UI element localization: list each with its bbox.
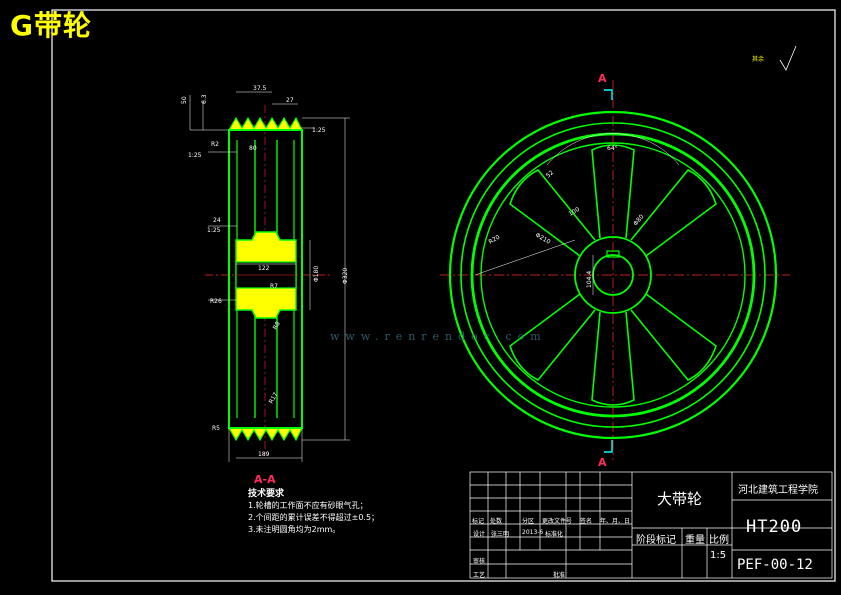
tb-header-zone: 分区: [522, 518, 535, 525]
dim-6-3: 6.3: [201, 94, 208, 104]
tb-header-date: 年、月、日: [600, 518, 631, 525]
dim-arc-64: [546, 133, 680, 166]
tb-date: 2013-6: [522, 529, 544, 536]
tb-process: 工艺: [473, 572, 486, 579]
roughness-symbol: [779, 45, 797, 71]
material: HT200: [746, 517, 803, 537]
dim-slope-left: 1:25: [188, 152, 202, 159]
part-name: 大带轮: [657, 490, 703, 508]
section-label-bottom: A: [598, 456, 607, 469]
spoke-lower-left: [509, 293, 596, 382]
spoke-bottom: [591, 311, 635, 406]
tb-review: 审核: [473, 558, 486, 565]
drawing-number: PEF-00-12: [737, 557, 813, 573]
sheet-border: [51, 9, 836, 582]
front-view: 64° 52 100 Φ210 R20 Φ80 104.4: [440, 80, 790, 460]
spoke-upper-right: [630, 168, 717, 257]
tb-design: 设计: [473, 531, 486, 538]
tb-approve: 批准: [553, 572, 566, 579]
section-arrow-bottom: [604, 440, 613, 453]
rim-outline: [228, 129, 303, 429]
scale-value: 1:5: [710, 550, 727, 561]
title-block-frame: [469, 471, 833, 579]
dim-leader-phi210: [474, 239, 576, 276]
section-label-top: A: [598, 72, 607, 85]
dim-104-4: 104.4: [586, 271, 593, 288]
dim-37-5: 37.5: [253, 85, 267, 92]
spoke-top: [591, 144, 635, 239]
tb-standardize: 标准化: [545, 531, 564, 538]
ratio-label: 比例: [709, 535, 729, 546]
dim-122: 122: [258, 265, 270, 272]
title-block-grid: [469, 471, 833, 579]
roughness-note: 其余: [752, 55, 764, 63]
dim-r5: R5: [212, 425, 220, 432]
dim-r7: R7: [270, 283, 278, 290]
dim-phi180: Φ180: [313, 266, 320, 282]
dim-189: 189: [258, 451, 270, 458]
school-name: 河北建筑工程学院: [738, 485, 818, 496]
rim-groove-circle: [460, 122, 766, 428]
dim-64: 64°: [607, 145, 618, 152]
dim-52: 52: [545, 169, 555, 179]
dim-r8: R8: [272, 320, 282, 331]
dim-50: 50: [181, 96, 188, 104]
section-arrow-top: [604, 89, 613, 100]
dim-80: 80: [249, 145, 257, 152]
tech-item-3: 3.未注明圆角均为2mm。: [248, 525, 341, 534]
technical-requirements: 技术要求 1.轮槽的工作面不应有砂眼气孔； 2.个间距的累计误差不得超过±0.5…: [248, 488, 379, 536]
top-rim-grooves: [227, 116, 303, 131]
dim-r20: R20: [488, 234, 502, 246]
dim-100: 100: [568, 206, 582, 218]
dim-27: 27: [286, 97, 294, 104]
tb-header-count: 处数: [490, 518, 503, 525]
tech-heading: 技术要求: [248, 489, 285, 499]
weight-label: 重量: [685, 535, 705, 546]
hub-outer-circle: [574, 236, 652, 314]
stage-mark: 阶段标记: [636, 535, 676, 546]
section-view-label: A-A: [254, 473, 276, 486]
spoke-upper-left: [509, 168, 596, 257]
section-view: 37.5 27 50 6.3 R2 1:25 1:25 80 24 1:25 1…: [181, 85, 350, 462]
sheet-title: G带轮: [10, 9, 92, 42]
bottom-rim-grooves: [227, 427, 303, 442]
tb-designer: 张三明: [491, 531, 510, 538]
keyway: [606, 250, 620, 258]
dim-r26: R26: [210, 298, 222, 305]
dim-r17: R17: [268, 391, 280, 405]
spokes: [509, 144, 717, 406]
dim-slope-hub: 1:25: [207, 227, 221, 234]
dim-r2: R2: [211, 141, 219, 148]
watermark: www.renrendoc.com: [330, 330, 547, 343]
tb-header-mark: 标记: [472, 518, 485, 525]
dim-24: 24: [213, 217, 221, 224]
dim-slope-top: 1:25: [312, 127, 326, 134]
tech-item-1: 1.轮槽的工作面不应有砂眼气孔；: [248, 501, 368, 510]
rim-outer-circle: [448, 110, 778, 440]
tb-header-change-doc: 更改文件号: [542, 518, 573, 525]
tb-header-sign: 签名: [580, 518, 593, 525]
tech-item-2: 2.个间距的累计误差不得超过±0.5；: [248, 513, 380, 522]
spoke-lower-right: [630, 293, 717, 382]
rim-inner-circle: [470, 132, 756, 418]
rim-bottom-circle: [480, 142, 746, 408]
dim-phi320: Φ320: [342, 268, 349, 284]
